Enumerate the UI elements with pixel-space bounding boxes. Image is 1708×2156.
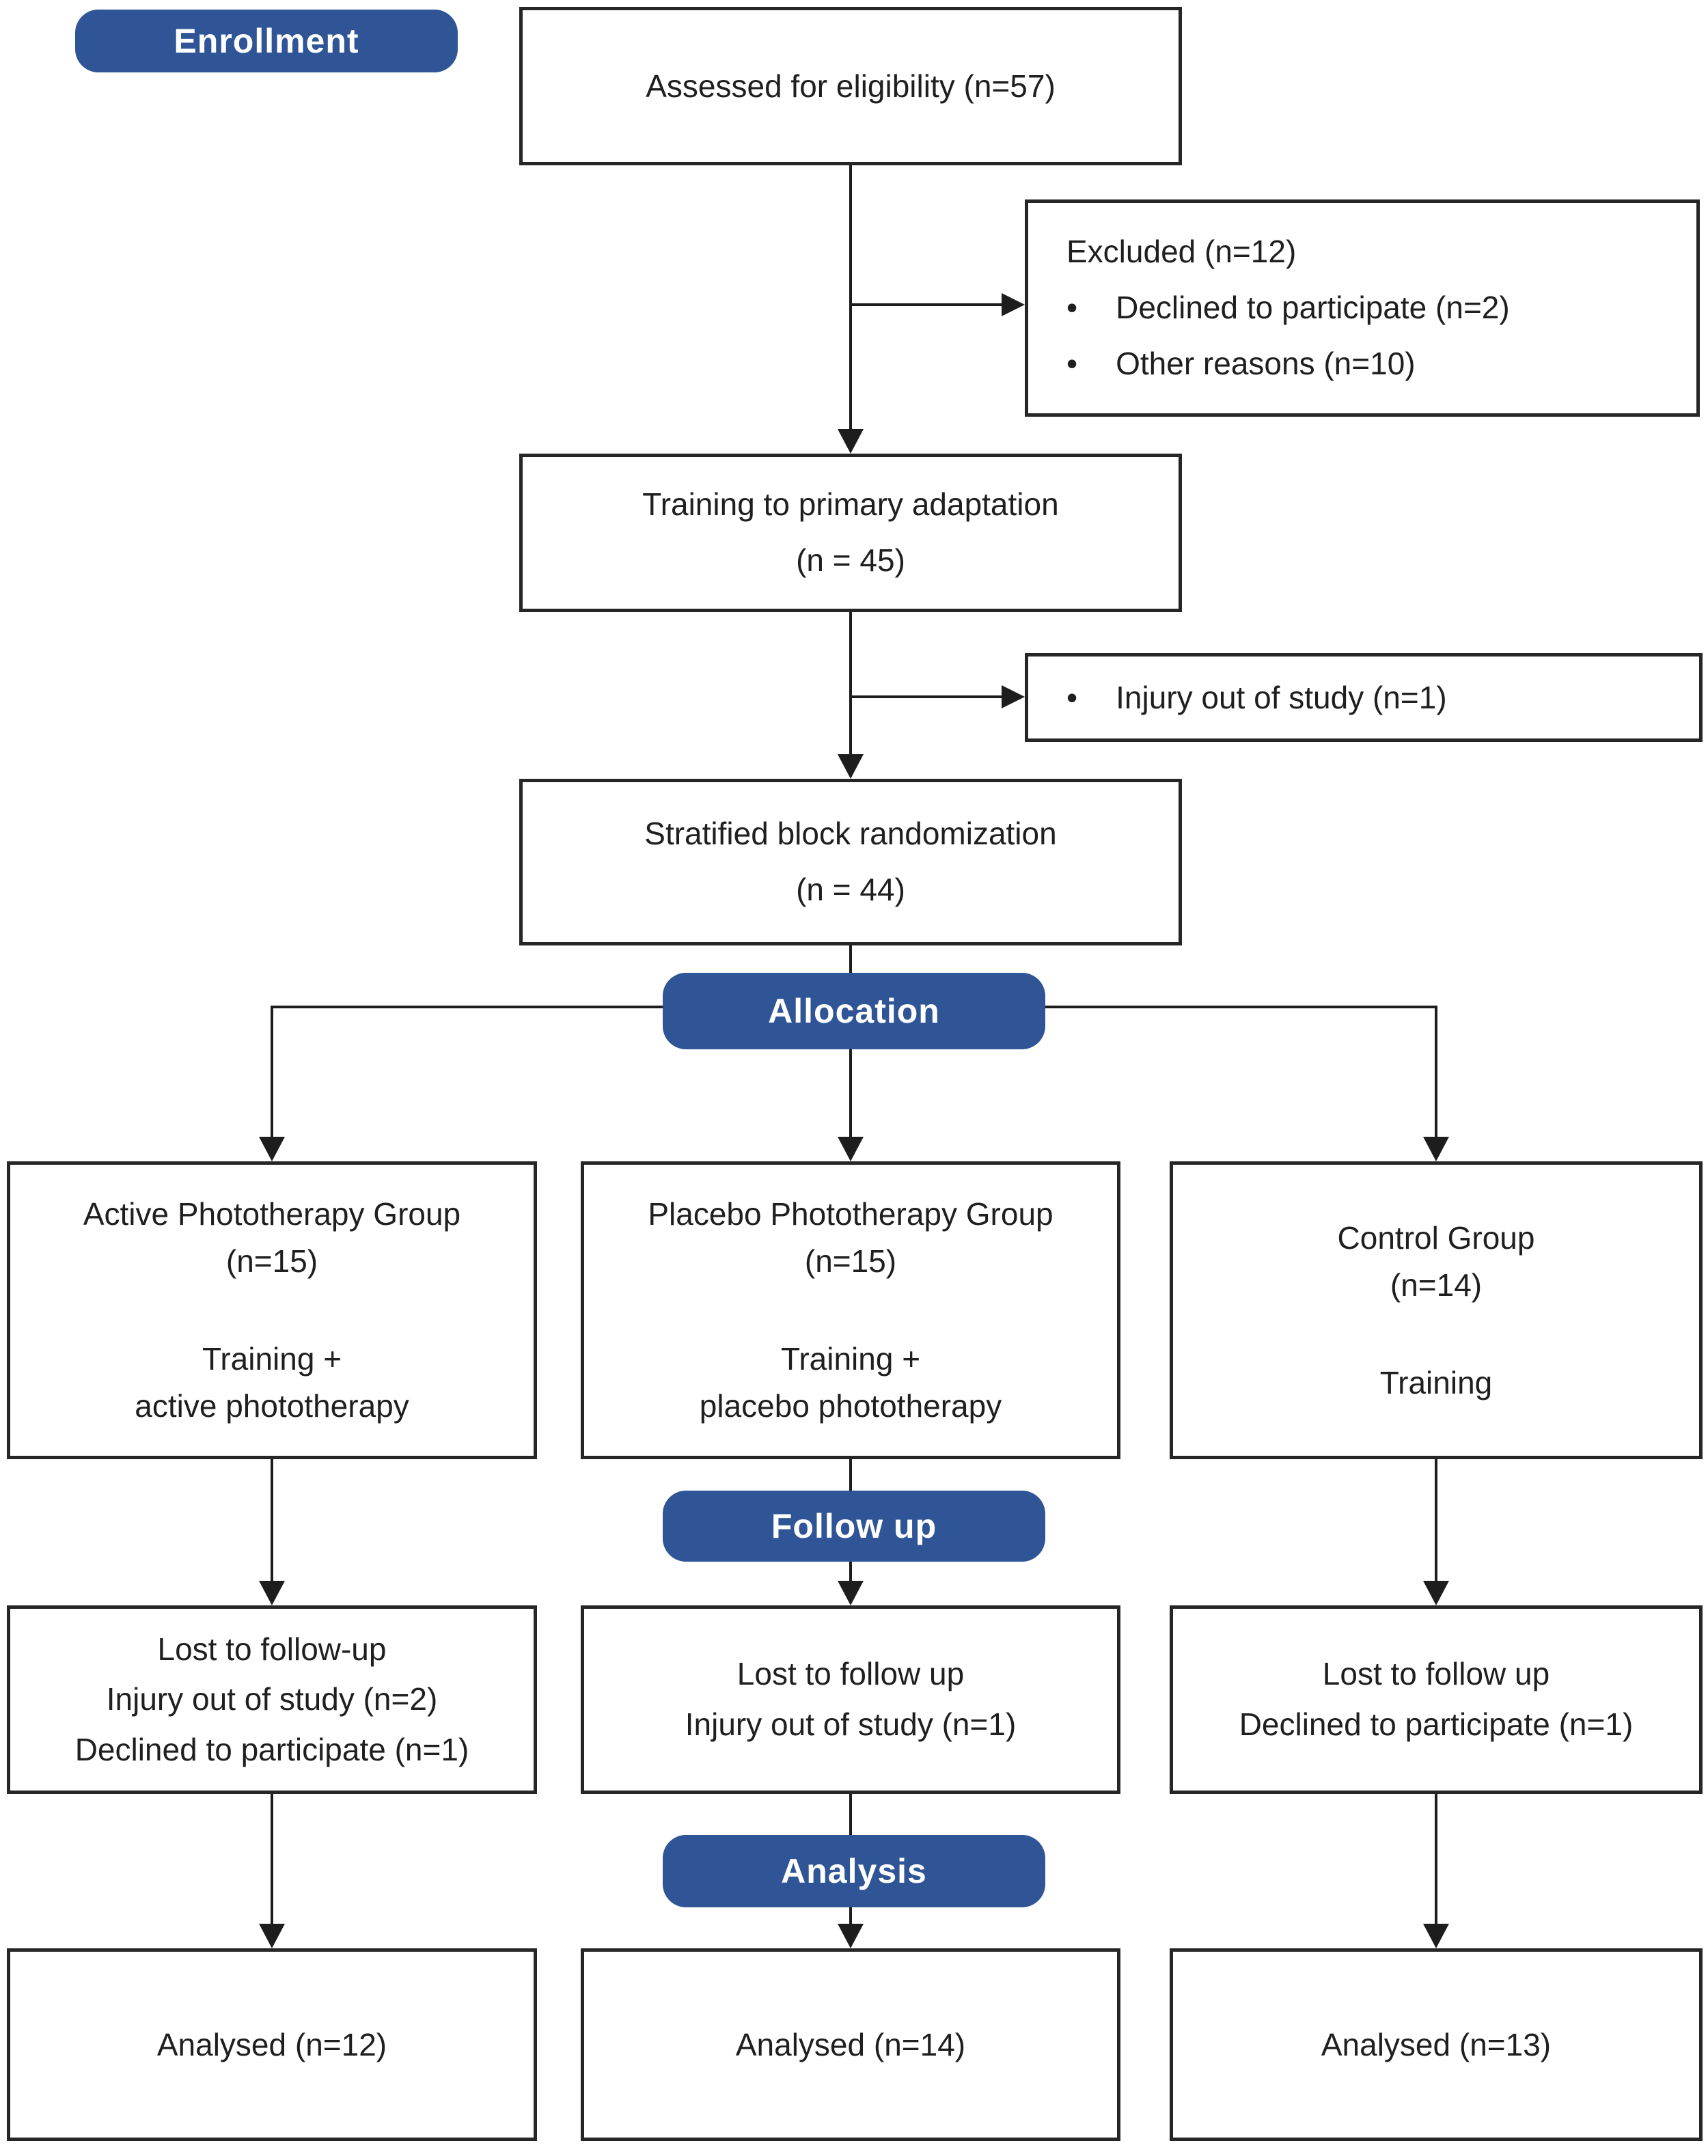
- stage-badge-follow-up: Follow up: [663, 1491, 1045, 1562]
- box-text-line2: (n = 44): [796, 872, 905, 907]
- group-intervention-line: Training: [1379, 1364, 1493, 1400]
- arrow-down-icon: [838, 429, 864, 454]
- arrow-down-icon: [838, 754, 864, 779]
- group-intervention-line: active phototherapy: [135, 1388, 409, 1424]
- arrow-down-icon: [1423, 1581, 1449, 1605]
- arrow-down-icon: [259, 1137, 285, 1161]
- followup-line: Injury out of study (n=2): [106, 1681, 438, 1717]
- box-text: Analysed (n=12): [156, 2026, 387, 2062]
- group-n: (n=14): [1390, 1267, 1483, 1303]
- followup-line: Lost to follow up: [1322, 1656, 1550, 1692]
- stage-badge-label: Analysis: [781, 1852, 927, 1890]
- connector-line: [1435, 1459, 1437, 1581]
- connector-line: [849, 1562, 852, 1581]
- group-title: Active Phototherapy Group: [83, 1196, 461, 1232]
- connector-line: [849, 1459, 852, 1491]
- group-title: Placebo Phototherapy Group: [648, 1196, 1053, 1232]
- stage-badge-allocation: Allocation: [663, 973, 1045, 1049]
- connector-line: [849, 1794, 852, 1835]
- box-followup-placebo: Lost to follow up Injury out of study (n…: [581, 1605, 1120, 1794]
- box-training-adaptation: Training to primary adaptation (n = 45): [519, 454, 1182, 612]
- excluded-title: Excluded (n=12): [1066, 234, 1297, 270]
- box-text-line1: Stratified block randomization: [644, 816, 1057, 852]
- connector-line: [849, 695, 1002, 698]
- bullet-icon: •: [1066, 679, 1078, 715]
- stage-badge-analysis: Analysis: [663, 1835, 1045, 1907]
- box-analysed-active: Analysed (n=12): [7, 1948, 537, 2141]
- stage-badge-label: Follow up: [771, 1507, 937, 1545]
- connector-line: [271, 1794, 273, 1924]
- group-n: (n=15): [225, 1243, 318, 1279]
- injury-bullet-text: Injury out of study (n=1): [1116, 679, 1447, 715]
- followup-line: Declined to participate (n=1): [1239, 1706, 1634, 1742]
- box-group-control: Control Group (n=14) Training: [1170, 1161, 1703, 1459]
- box-group-placebo-phototherapy: Placebo Phototherapy Group (n=15) Traini…: [581, 1161, 1120, 1459]
- connector-line: [849, 612, 852, 754]
- box-text-line2: (n = 45): [796, 542, 905, 578]
- connector-line: [849, 945, 852, 976]
- group-n: (n=15): [804, 1243, 897, 1279]
- box-stratified-randomization: Stratified block randomization (n = 44): [519, 779, 1182, 945]
- box-text-line1: Training to primary adaptation: [642, 486, 1059, 523]
- arrow-down-icon: [838, 1137, 864, 1161]
- excluded-bullet-item: • Other reasons (n=10): [1066, 336, 1416, 392]
- followup-line: Lost to follow up: [736, 1656, 965, 1692]
- excluded-bullet-item: • Declined to participate (n=2): [1066, 280, 1510, 336]
- connector-line: [271, 1459, 273, 1581]
- followup-line: Lost to follow-up: [157, 1631, 387, 1667]
- box-excluded: Excluded (n=12) • Declined to participat…: [1025, 199, 1700, 417]
- box-injury-out-of-study: • Injury out of study (n=1): [1025, 653, 1703, 742]
- group-intervention-line: placebo phototherapy: [699, 1388, 1002, 1424]
- box-followup-control: Lost to follow up Declined to participat…: [1170, 1605, 1703, 1794]
- connector-line: [271, 1007, 273, 1137]
- connector-line: [849, 1907, 852, 1924]
- arrow-down-icon: [838, 1581, 864, 1605]
- arrow-down-icon: [838, 1924, 864, 1948]
- group-title: Control Group: [1337, 1219, 1535, 1256]
- arrow-right-icon: [1002, 685, 1025, 708]
- group-intervention-line: Training +: [202, 1341, 342, 1377]
- stage-badge-label: Enrollment: [174, 22, 359, 60]
- box-text: Analysed (n=14): [735, 2026, 966, 2062]
- connector-line: [849, 303, 1002, 306]
- bullet-icon: •: [1066, 290, 1078, 326]
- excluded-bullet-text: Declined to participate (n=2): [1116, 290, 1510, 326]
- box-analysed-control: Analysed (n=13): [1170, 1948, 1703, 2141]
- arrow-right-icon: [1002, 293, 1025, 316]
- bullet-icon: •: [1066, 345, 1078, 381]
- excluded-bullet-text: Other reasons (n=10): [1116, 345, 1416, 381]
- arrow-down-icon: [1423, 1137, 1449, 1161]
- arrow-down-icon: [1423, 1924, 1449, 1948]
- arrow-down-icon: [259, 1924, 285, 1948]
- box-assessed-for-eligibility: Assessed for eligibility (n=57): [519, 7, 1182, 165]
- connector-line: [1435, 1007, 1437, 1137]
- group-intervention-line: Training +: [780, 1341, 921, 1377]
- box-followup-active: Lost to follow-up Injury out of study (n…: [7, 1605, 537, 1794]
- stage-badge-enrollment: Enrollment: [75, 10, 458, 72]
- stage-badge-label: Allocation: [768, 992, 940, 1030]
- box-analysed-placebo: Analysed (n=14): [581, 1948, 1120, 2141]
- followup-line: Injury out of study (n=1): [685, 1706, 1017, 1742]
- box-text: Assessed for eligibility (n=57): [646, 68, 1056, 104]
- followup-line: Declined to participate (n=1): [74, 1731, 469, 1767]
- connector-line: [849, 165, 852, 429]
- arrow-down-icon: [259, 1581, 285, 1605]
- connector-line: [1435, 1794, 1437, 1924]
- injury-bullet-item: • Injury out of study (n=1): [1066, 674, 1447, 721]
- box-text: Analysed (n=13): [1321, 2026, 1552, 2062]
- box-group-active-phototherapy: Active Phototherapy Group (n=15) Trainin…: [7, 1161, 537, 1459]
- connector-line: [849, 1049, 852, 1137]
